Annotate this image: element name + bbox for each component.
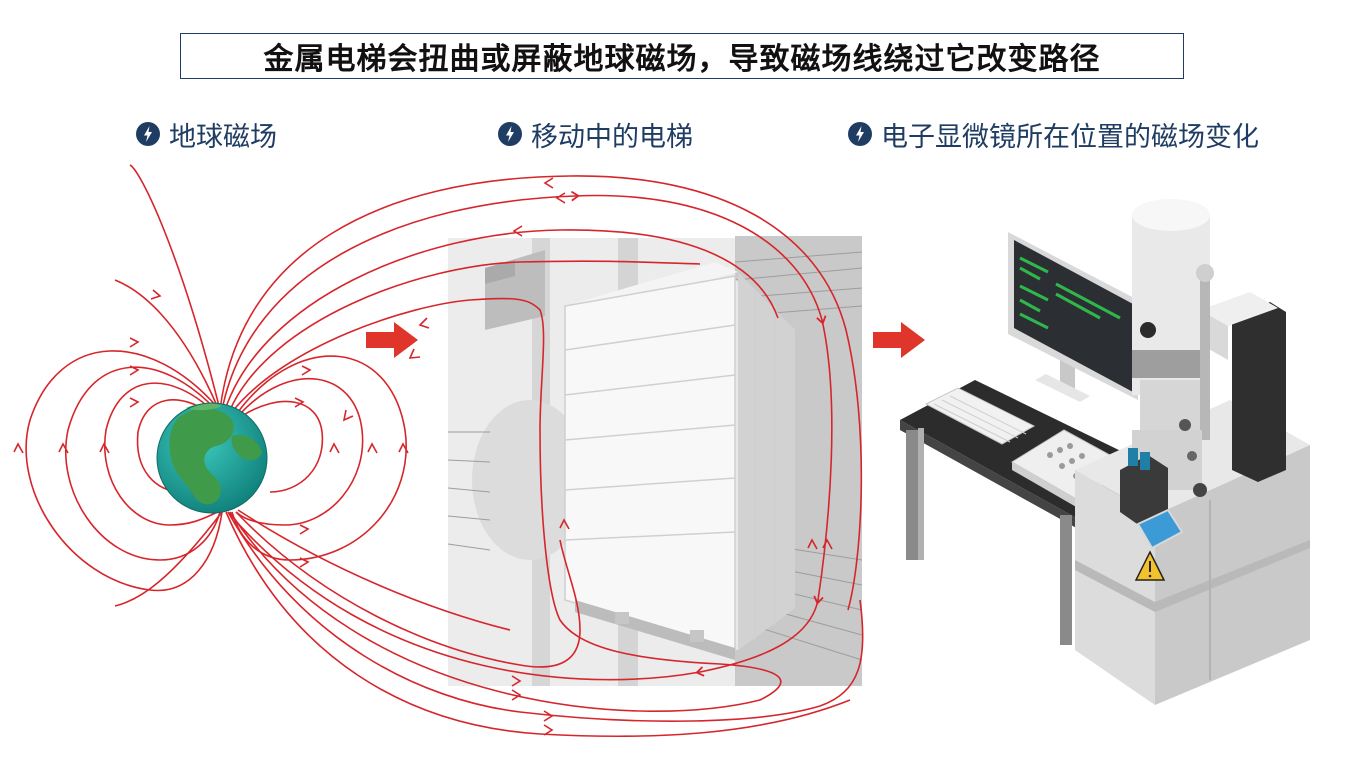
page-title: 金属电梯会扭曲或屏蔽地球磁场，导致磁场线绕过它改变路径 xyxy=(180,33,1184,79)
microscope-label-text: 电子显微镜所在位置的磁场变化 xyxy=(881,121,1259,153)
microscope-label: 电子显微镜所在位置的磁场变化 xyxy=(848,116,1259,153)
earth-field-label-text: 地球磁场 xyxy=(169,121,277,153)
elevator-label: 移动中的电梯 xyxy=(498,116,693,153)
lightning-bolt-icon xyxy=(136,122,160,146)
field-lines-earth xyxy=(25,279,407,607)
earth-field-markers xyxy=(13,289,409,568)
right-arrow-icon xyxy=(366,322,418,358)
microscope-column xyxy=(1132,199,1214,497)
warning-triangle-icon xyxy=(1134,550,1166,581)
microscope-station xyxy=(900,199,1310,705)
field-lines-elevator xyxy=(129,164,864,738)
lightning-bolt-icon xyxy=(848,122,872,146)
eyepiece xyxy=(1120,448,1168,526)
lightning-bolt-icon xyxy=(498,122,522,146)
elevator-car xyxy=(564,262,795,660)
elevator-label-text: 移动中的电梯 xyxy=(531,121,693,153)
earth-field-label: 地球磁场 xyxy=(136,116,277,153)
earth-globe xyxy=(156,402,268,514)
keyboard xyxy=(924,387,1036,445)
field-direction-markers xyxy=(342,177,833,736)
right-arrow-icon xyxy=(873,322,925,358)
monitor xyxy=(1008,232,1138,402)
